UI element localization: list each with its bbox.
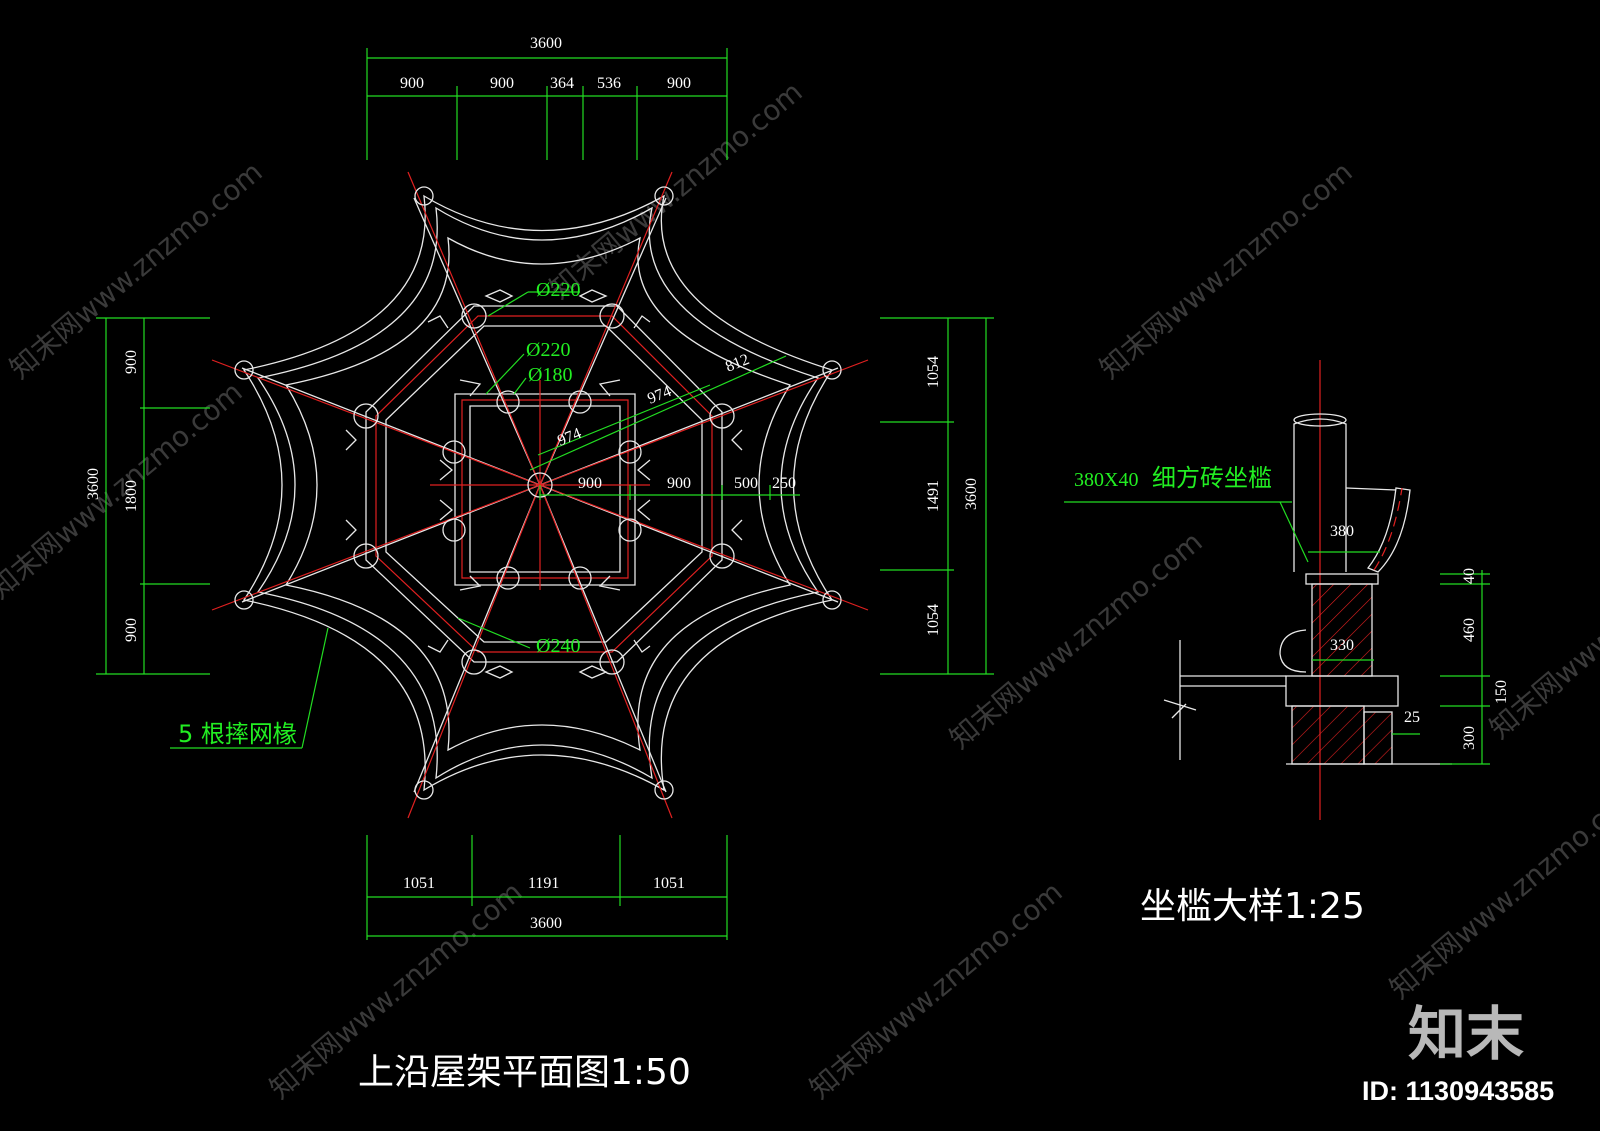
bottom-seg-2: 1191	[528, 875, 559, 892]
watermark-text: 知末网www.znzmo.com	[1093, 155, 1358, 385]
top-seg-5: 900	[667, 75, 691, 92]
bottom-dimensions: 1051 1191 1051 3600	[366, 835, 728, 940]
label-d220-inner: Ø220	[526, 339, 570, 361]
roof-outline	[242, 194, 834, 792]
seat-right-dim-300: 300	[1461, 726, 1478, 750]
watermark-text: 知末网www.znzmo.com	[803, 875, 1068, 1105]
top-seg-3: 364	[550, 75, 574, 92]
right-total-dim: 3600	[963, 478, 980, 510]
seat-spec-size: 380X40	[1074, 469, 1138, 491]
seat-dim-330: 330	[1330, 637, 1354, 654]
watermark-text: 知末网www.znzmo.com	[1383, 775, 1600, 1005]
label-d180: Ø180	[528, 364, 572, 386]
left-dimensions: 3600 900 1800 900	[85, 317, 210, 675]
top-seg-2: 900	[490, 75, 514, 92]
left-seg-1: 900	[123, 350, 140, 374]
diag-dim-974b: 974	[555, 425, 584, 450]
label-rafters: 5 根摔网椽	[178, 720, 297, 748]
radial-rafters	[211, 171, 869, 819]
left-seg-3: 900	[123, 618, 140, 642]
top-seg-1: 900	[400, 75, 424, 92]
right-dimensions: 1054 1491 1054 3600	[880, 317, 994, 675]
seat-dim-25: 25	[1404, 709, 1420, 726]
seat-detail-title: 坐槛大样1:25	[1140, 886, 1365, 927]
right-seg-2: 1491	[925, 480, 942, 512]
label-d240: Ø240	[536, 635, 580, 657]
bottom-seg-1: 1051	[403, 875, 435, 892]
seat-dim-380: 380	[1330, 523, 1354, 540]
top-dimensions: 3600 900 900 364 536 900	[366, 35, 728, 160]
seat-detail: 380 330 25 40 460 150 300 380X40 细方砖坐槛 坐…	[1064, 360, 1510, 927]
bottom-seg-3: 1051	[653, 875, 685, 892]
inner-dim-3: 500	[734, 475, 758, 492]
inner-dim-2: 900	[667, 475, 691, 492]
inner-dim-1: 900	[578, 475, 602, 492]
roof-labels: Ø220 Ø220 Ø180 Ø240 5 根摔网椽	[170, 279, 580, 749]
seat-right-dim-460: 460	[1461, 618, 1478, 642]
diag-dim-974a: 974	[645, 383, 674, 408]
left-total-dim: 3600	[85, 468, 102, 500]
left-seg-2: 1800	[123, 480, 140, 512]
watermark-text: 知末网www.znzmo.com	[1483, 515, 1600, 745]
columns	[234, 186, 842, 800]
label-d220-top: Ø220	[536, 279, 580, 301]
seat-spec-name: 细方砖坐槛	[1152, 464, 1272, 492]
brand-logo: 知末	[1408, 1000, 1524, 1068]
right-seg-1: 1054	[925, 356, 942, 388]
seat-right-dim-150: 150	[1493, 680, 1510, 704]
diag-dim-812: 812	[723, 351, 752, 376]
seat-right-dim-40: 40	[1461, 568, 1478, 584]
roof-plan-title: 上沿屋架平面图1:50	[358, 1052, 691, 1093]
bottom-total-dim: 3600	[530, 915, 562, 932]
top-seg-4: 536	[597, 75, 621, 92]
watermark-text: 知末网www.znzmo.com	[943, 525, 1208, 755]
roof-plan: 3600 900 900 364 536 900 1051 1191 1051 …	[85, 35, 994, 1093]
right-seg-3: 1054	[925, 604, 942, 636]
inner-dim-4: 250	[772, 475, 796, 492]
top-total-dim: 3600	[530, 35, 562, 52]
image-id: ID: 1130943585	[1362, 1076, 1554, 1106]
inner-frame	[345, 289, 743, 679]
